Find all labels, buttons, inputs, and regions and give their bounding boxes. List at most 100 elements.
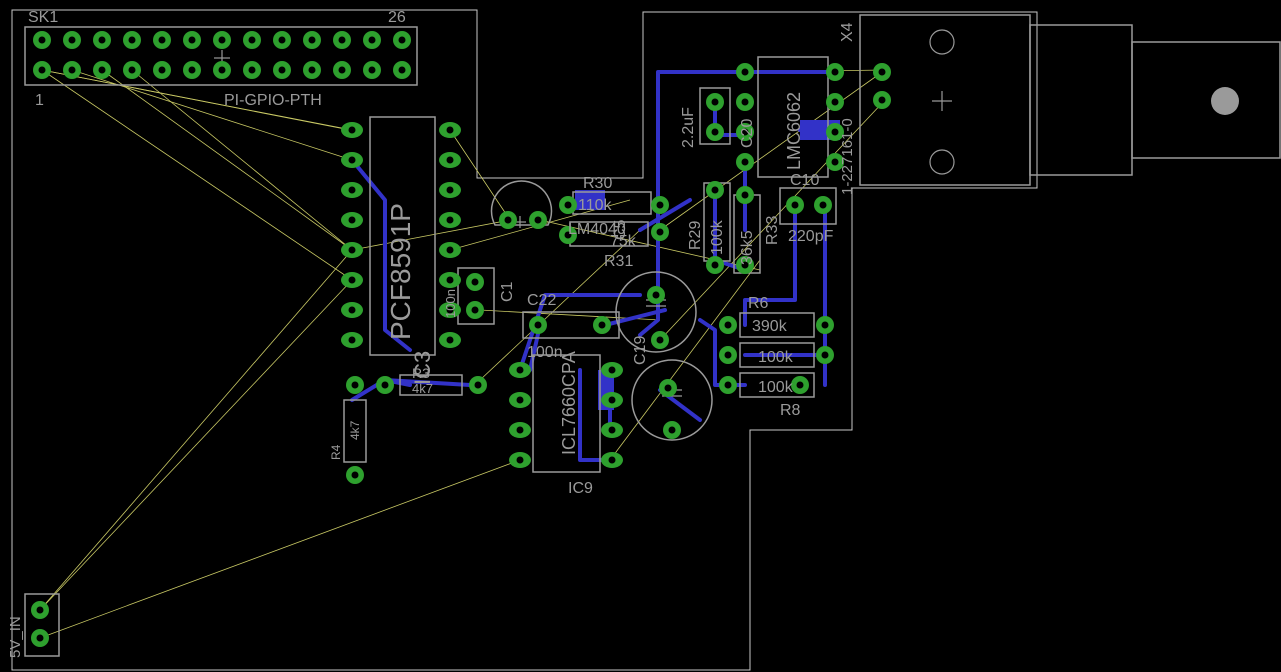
r7-pad-drill [821, 351, 829, 359]
label-r3-val: 4k7 [412, 381, 433, 396]
label-c19: C19 [632, 336, 649, 365]
ic9-pad-drill [516, 456, 524, 464]
sk1-pad-drill [308, 36, 316, 44]
label-r4: R4 [329, 444, 343, 460]
label-r3: R3 [412, 365, 430, 381]
lmc-outline [757, 56, 829, 178]
sk1-pad-drill [248, 36, 256, 44]
ic3-pad-drill [446, 156, 454, 164]
label-c5: C5 [612, 219, 629, 240]
c2-outline [699, 87, 731, 145]
c10-outline [779, 187, 837, 225]
r3-outline [399, 374, 463, 396]
c5-pad-drill [664, 384, 672, 392]
label-r33: R33 [764, 216, 781, 245]
ic9-pad-drill [608, 426, 616, 434]
sk1-pad-drill [248, 66, 256, 74]
sk1-pad-drill [98, 36, 106, 44]
c22-outline [522, 311, 620, 339]
label-r6-val: 390k [752, 318, 788, 335]
r8-outline [739, 372, 815, 398]
r4-outline [343, 399, 367, 463]
r3-pad-drill [474, 381, 482, 389]
c19-pad-drill [656, 336, 664, 344]
label-r29-val: 100k [709, 219, 726, 255]
ic3-pad-drill [446, 246, 454, 254]
label-r8: R8 [780, 402, 801, 419]
label-c1-val: 100n [443, 289, 458, 318]
label-c20: C20 [739, 119, 756, 148]
label-c10: C10 [790, 172, 819, 189]
ic9-pad-drill [608, 456, 616, 464]
lmc-pad-drill [831, 68, 839, 76]
label-r31-val: 75k [610, 233, 637, 250]
r4-pad-drill [351, 381, 359, 389]
label-ic3: IC3 [410, 351, 435, 385]
label-c22: C22 [527, 292, 556, 309]
c22-pad-drill [598, 321, 606, 329]
sk1-pad-drill [338, 36, 346, 44]
sk1-pad-drill [218, 66, 226, 74]
lmc-pad-drill [741, 98, 749, 106]
r29-pad-drill [711, 186, 719, 194]
ic9-pad-drill [516, 426, 524, 434]
sk1-pad-drill [278, 66, 286, 74]
ic3-pad-drill [348, 336, 356, 344]
r29-pad-drill [711, 261, 719, 269]
label-r29: R29 [687, 221, 704, 250]
pads [31, 31, 891, 647]
x4-pad-drill [878, 96, 886, 104]
label-r33-val: 36k5 [739, 230, 756, 265]
sk1-pad-drill [98, 66, 106, 74]
r7-pad-drill [724, 351, 732, 359]
ic9-pad-drill [608, 366, 616, 374]
sk1-pad-drill [308, 66, 316, 74]
label-ic9: IC9 [568, 480, 593, 497]
label-sk1: SK1 [28, 9, 58, 26]
label-c10-val: 220pF [788, 228, 834, 245]
r8-pad-drill [796, 381, 804, 389]
x4-pad-drill [878, 68, 886, 76]
c22-pad-drill [534, 321, 542, 329]
r4-pad-drill [351, 471, 359, 479]
ic9-pad-drill [608, 396, 616, 404]
label-x4: X4 [839, 22, 856, 42]
x4-holes [929, 29, 955, 175]
c1-outline [457, 267, 495, 325]
sk1-pad-drill [218, 36, 226, 44]
sk1-pad-drill [368, 36, 376, 44]
power-pad-drill [36, 634, 44, 642]
label-r8-val: 100k [758, 379, 794, 396]
sk1-pad-drill [188, 36, 196, 44]
r7-outline [739, 342, 815, 368]
sk1-pad-drill [128, 66, 136, 74]
ic3-pad-drill [348, 306, 356, 314]
sk1-pad-drill [68, 66, 76, 74]
c10-pad-drill [819, 201, 827, 209]
label-pin1: 1 [35, 92, 44, 109]
ic9-pad-drill [516, 396, 524, 404]
c1-pad-drill [471, 306, 479, 314]
ic3-pad-drill [348, 156, 356, 164]
label-r31: R31 [604, 253, 633, 270]
ic3-pad-drill [348, 186, 356, 194]
silk-labels: SK1 26 1 PI-GPIO-PTH PCF8591P IC3 R30 11… [7, 9, 856, 658]
label-c1: C1 [499, 281, 516, 302]
c19-pad-drill [652, 291, 660, 299]
label-gpio: PI-GPIO-PTH [224, 92, 322, 109]
silkscreen [24, 14, 1281, 657]
ic3-pad-drill [348, 246, 356, 254]
lm4040-pad-drill [534, 216, 542, 224]
label-power: 5V_IN [7, 616, 24, 658]
lm4040-outline [490, 180, 553, 226]
lmc-pad-drill [741, 128, 749, 136]
label-r4-val: 4k7 [348, 420, 362, 440]
label-lm4040: LM4040 [568, 221, 626, 238]
sk1-pad-drill [38, 36, 46, 44]
board-outline [11, 9, 1038, 671]
lmc-pad-drill [831, 158, 839, 166]
label-r30: R30 [583, 175, 612, 192]
sk1-pad-drill [158, 66, 166, 74]
label-x4-val: 1-227161-0 [839, 118, 856, 195]
